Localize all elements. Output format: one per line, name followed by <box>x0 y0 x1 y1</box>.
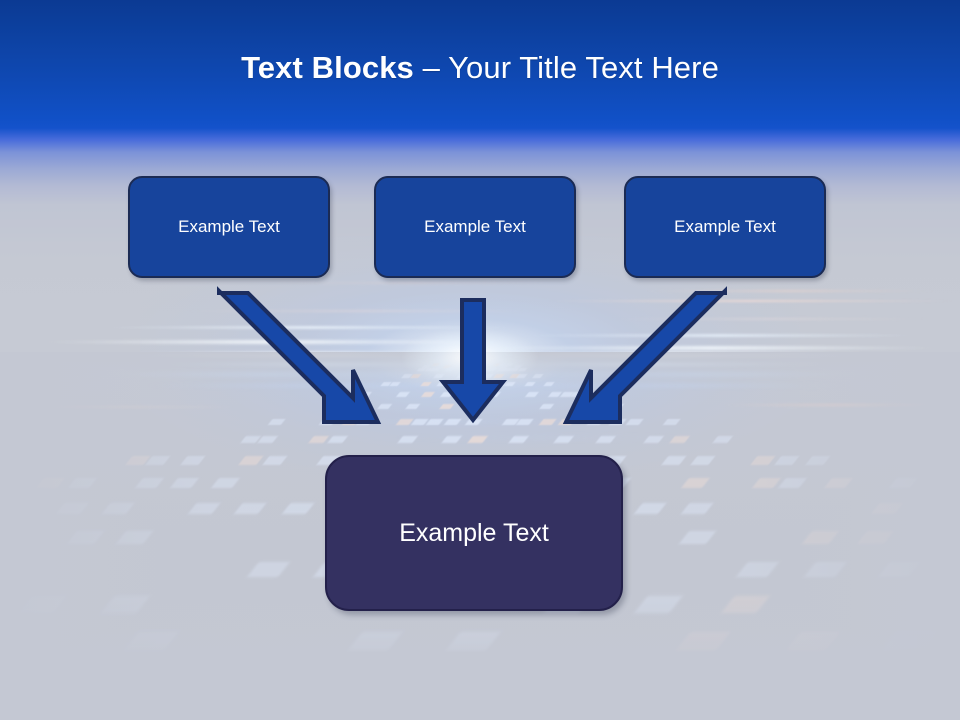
text-block-3-label: Example Text <box>674 217 776 236</box>
text-block-result[interactable]: Example Text <box>325 455 623 611</box>
vanishing-point-core <box>404 330 536 384</box>
text-block-1-label: Example Text <box>178 217 280 236</box>
text-block-3[interactable]: Example Text <box>624 176 826 278</box>
text-block-2[interactable]: Example Text <box>374 176 576 278</box>
slide-title-rest: Your Title Text Here <box>448 50 719 85</box>
text-block-result-label: Example Text <box>399 518 549 547</box>
slide-title: Text Blocks – Your Title Text Here <box>0 48 960 88</box>
slide-title-separator: – <box>413 50 449 85</box>
bottom-fade <box>0 590 960 720</box>
text-block-1[interactable]: Example Text <box>128 176 330 278</box>
text-block-2-label: Example Text <box>424 217 526 236</box>
slide-title-bold: Text Blocks <box>241 50 414 85</box>
